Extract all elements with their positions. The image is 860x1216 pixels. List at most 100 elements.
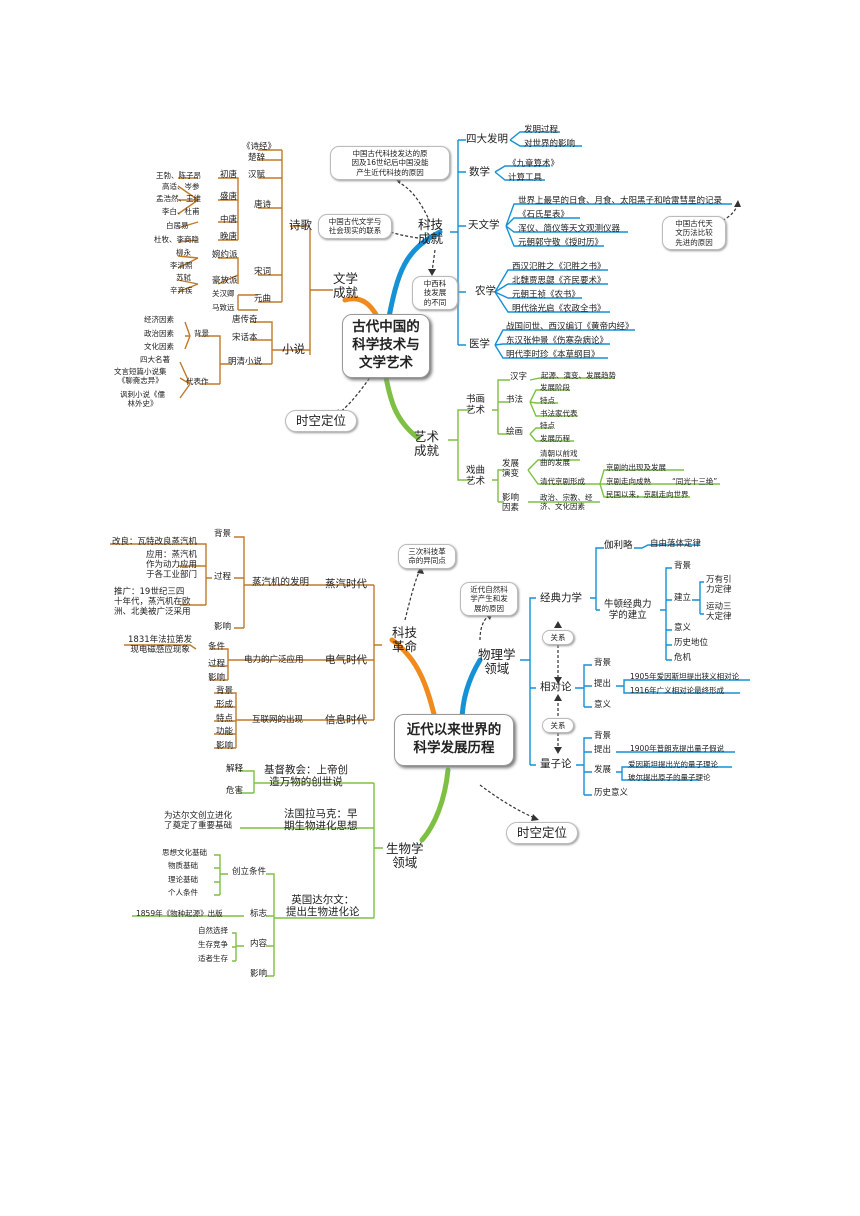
sci-astronomy: 天文学 xyxy=(468,219,500,231)
sci-med-3: 明代李时珍《本草纲目》 xyxy=(506,350,600,360)
sci-astro-3: 浑仪、简仪等天文观测仪器 xyxy=(518,224,621,234)
phy-three-laws: 运动三 大定律 xyxy=(706,602,732,622)
rev-elec-condition: 条件 xyxy=(208,642,226,652)
sci-med-1: 战国问世、西汉编订《黄帝内经》 xyxy=(506,322,634,332)
bio-darwin-content: 内容 xyxy=(250,939,268,949)
lit-haofang: 豪放派 xyxy=(212,276,238,286)
sci-medicine: 医学 xyxy=(469,338,490,350)
lit-wantang: 晚唐 xyxy=(220,232,238,242)
lit-mingqing: 明清小说 xyxy=(228,357,263,367)
art-painting-2: 发展历程 xyxy=(540,434,570,443)
sci-astro-1: 世界上最早的日食、月食、太阳黑子和哈雷彗星的记录 xyxy=(518,196,723,206)
sci-astro-4: 元朝郭守敬《授时历》 xyxy=(518,238,604,248)
art-opera-dev: 发展 演变 xyxy=(502,459,520,479)
sci-agriculture: 农学 xyxy=(475,285,496,297)
phy-rel-1905: 1905年爱因斯坦提出狭义相对论 xyxy=(630,672,740,681)
phy-rel-proposal: 提出 xyxy=(594,679,612,689)
bio-cond-4: 个人条件 xyxy=(168,888,198,897)
lit-guanhanqing: 关汉卿 xyxy=(212,289,235,298)
phy-galileo: 伽利略 xyxy=(604,540,633,551)
lit-wanyue-p2: 李清照 xyxy=(170,261,193,270)
phy-q-background: 背景 xyxy=(594,731,612,741)
bio-darwin-impact: 影响 xyxy=(250,969,268,979)
map2-branch-tech-revolution: 科技 革命 xyxy=(392,625,418,655)
bio-darwin-conditions: 创立条件 xyxy=(232,867,267,877)
phy-relativity: 相对论 xyxy=(540,681,572,693)
art-influence: 影响 因素 xyxy=(502,493,520,513)
art-jingju-2: 京剧走向成熟 xyxy=(606,477,651,486)
map1-note-literature: 中国古代文学与 社会现实的联系 xyxy=(318,214,392,239)
phy-newton-background: 背景 xyxy=(674,561,692,571)
lit-tangshi: 唐诗 xyxy=(254,200,272,210)
art-jingju-3: 民国以来，京剧走向世界 xyxy=(606,490,689,499)
phy-quantum: 量子论 xyxy=(540,758,572,770)
lit-rulin: 讽刺小说《儒 林外史》 xyxy=(120,390,165,408)
sci-agri-3: 元朝王祯《农书》 xyxy=(512,290,581,300)
rev-steam-process: 过程 xyxy=(214,572,232,582)
lit-haofang-p2: 辛弃疾 xyxy=(170,286,193,295)
lit-zhongtang: 中唐 xyxy=(220,215,238,225)
lit-representative: 代表作 xyxy=(186,377,209,386)
rev-internet: 互联网的出现 xyxy=(252,715,304,725)
rev-steam-application: 应用：蒸汽机 作为动力应用 于各工业部门 xyxy=(146,550,198,580)
phy-relation-2: 关系 xyxy=(542,718,574,734)
art-shufa-2: 特点 xyxy=(540,396,555,405)
rev-electric-age: 电气时代 xyxy=(325,654,367,666)
sci-agri-1: 西汉氾胜之《氾胜之书》 xyxy=(512,262,606,272)
phy-q-einstein: 爱因斯坦提出光的量子理论 xyxy=(628,760,718,769)
sci-math: 数学 xyxy=(469,166,490,178)
bio-church: 基督教会：上帝创 造万物的创世说 xyxy=(264,764,348,789)
map2-note-physics-reason: 近代自然科 学产生和发 展的原因 xyxy=(460,582,518,617)
bio-content-1: 自然选择 xyxy=(198,926,228,935)
art-influence-factors: 政治、宗教、经 济、文化因素 xyxy=(540,493,593,511)
rev-information-age: 信息时代 xyxy=(325,714,367,726)
lit-political: 政治因素 xyxy=(144,329,174,338)
art-shufa: 书法 xyxy=(506,395,524,405)
phy-relation-1: 关系 xyxy=(542,630,574,646)
bio-darwin: 英国达尔文： 提出生物进化论 xyxy=(286,894,360,919)
lit-haofang-p1: 苏轼 xyxy=(176,273,191,282)
sci-four-inventions: 四大发明 xyxy=(466,133,508,145)
bio-darwin-mark: 标志 xyxy=(250,909,268,919)
sci-astro-2: 《石氏星表》 xyxy=(518,210,570,220)
phy-q-proposal: 提出 xyxy=(594,745,612,755)
sci-invention-impact: 对世界的影响 xyxy=(524,139,576,149)
rev-watt: 改良：瓦特改良蒸汽机 xyxy=(112,537,198,547)
lit-wanyue-p1: 柳永 xyxy=(176,248,191,257)
rev-steam-age: 蒸汽时代 xyxy=(325,578,367,590)
bio-church-harm: 危害 xyxy=(226,786,244,796)
phy-q-historical: 历史意义 xyxy=(594,788,629,798)
map2-branch-biology: 生物学 领域 xyxy=(386,841,424,871)
map1-branch-art: 艺术 成就 xyxy=(414,429,440,459)
art-tongguang: “同光十三绝” xyxy=(672,477,718,486)
rev-net-functions: 功能 xyxy=(216,727,234,737)
rev-net-impact: 影响 xyxy=(216,741,234,751)
map1-note-astronomy: 中国古代天 文历法比较 先进的原因 xyxy=(662,216,726,251)
phy-newton-significance: 意义 xyxy=(674,623,692,633)
bio-content-2: 生存竞争 xyxy=(198,940,228,949)
art-hanzi-detail: 起源、演变、发展趋势 xyxy=(541,371,616,380)
map2-center-title: 近代以来世界的 科学发展历程 xyxy=(406,722,502,757)
art-hanzi: 汉字 xyxy=(510,372,528,382)
lit-zhongtang-poets: 白居易 xyxy=(166,221,189,230)
phy-newton: 牛顿经典力 学的建立 xyxy=(604,599,652,621)
map1-note-west: 中西科 技发展 的不同 xyxy=(412,276,458,311)
phy-rel-background: 背景 xyxy=(594,658,612,668)
map2-note-three-revolutions: 三次科技革 命的异同点 xyxy=(398,544,456,569)
lit-mazhiyuan: 马致远 xyxy=(212,303,235,312)
lit-cultural: 文化因素 xyxy=(144,342,174,351)
lit-economic: 经济因素 xyxy=(144,315,174,324)
rev-electricity-use: 电力的广泛应用 xyxy=(244,655,304,665)
art-calligraphy-painting: 书画 艺术 xyxy=(466,394,486,416)
bio-cond-1: 思想文化基础 xyxy=(162,848,207,857)
sci-agri-2: 北魏贾思勰《齐民要术》 xyxy=(512,276,606,286)
map1-center-title: 古代中国的 科学技术与 文学艺术 xyxy=(352,319,420,372)
phy-q-development: 发展 xyxy=(594,765,612,775)
phy-q-1900: 1900年普朗克提出量子假说 xyxy=(630,744,725,753)
map1-branch-literature: 文学 成就 xyxy=(333,271,359,301)
lit-shengtang-p2: 孟浩然、王维 xyxy=(156,194,201,203)
lit-novel: 小说 xyxy=(282,342,305,356)
map1-time-position: 时空定位 xyxy=(285,410,358,432)
